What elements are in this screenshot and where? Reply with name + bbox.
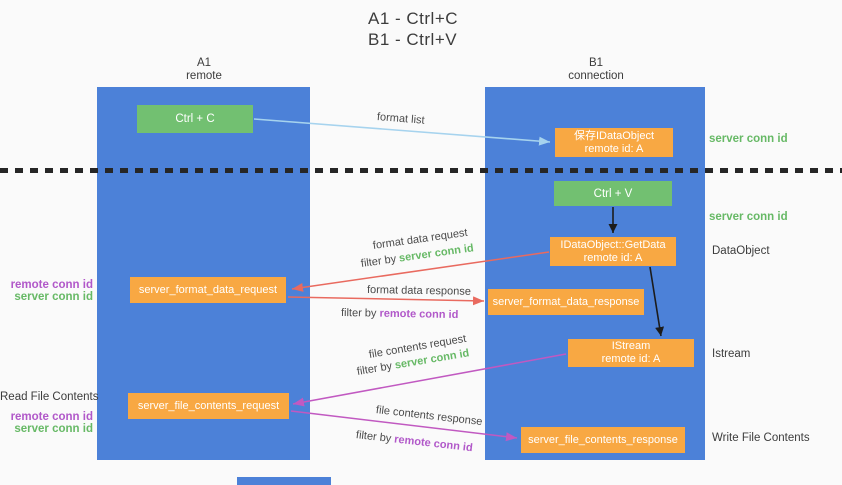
- node-save-idataobject-line1: 保存IDataObject: [573, 129, 655, 142]
- section-divider-dotted-line: [0, 168, 842, 173]
- diagram-title: A1 - Ctrl+C B1 - Ctrl+V: [368, 8, 458, 50]
- node-server-format-data-response-label: server_format_data_response: [492, 296, 640, 308]
- node-server-format-data-response: server_format_data_response: [488, 289, 644, 315]
- label-server-conn-id-right-2: server conn id: [709, 211, 788, 223]
- label-server-conn-id-left-2: server conn id: [14, 423, 93, 435]
- node-istream-line2: remote id: A: [601, 353, 661, 365]
- label-format-data-response: format data response: [366, 284, 472, 298]
- left-id-labels-1: remote conn id server conn id: [0, 279, 93, 303]
- node-getdata-line1: IDataObject::GetData: [560, 238, 666, 251]
- node-server-file-contents-request: server_file_contents_request: [128, 393, 289, 419]
- node-idataobject-getdata: IDataObject::GetData remote id: A: [550, 237, 676, 266]
- node-save-idataobject: 保存IDataObject remote id: A: [555, 128, 673, 157]
- node-server-format-data-request-label: server_format_data_request: [138, 284, 278, 296]
- label-write-file-contents: Write File Contents: [712, 432, 810, 444]
- label-remote-conn-id-left-2: remote conn id: [10, 411, 93, 423]
- title-line-2: B1 - Ctrl+V: [368, 30, 458, 49]
- node-getdata-line2: remote id: A: [583, 251, 643, 264]
- label-remote-conn-id-left-1: remote conn id: [10, 279, 93, 291]
- node-server-file-contents-request-label: server_file_contents_request: [137, 400, 280, 412]
- lifeline-a1-role: remote: [186, 70, 222, 82]
- filter-prefix: filter by: [340, 307, 380, 320]
- label-file-contents-response-filter: filter by remote conn id: [355, 429, 473, 454]
- label-server-conn-id-left-1: server conn id: [14, 291, 93, 303]
- lifeline-b1-name: B1: [588, 57, 604, 69]
- node-save-idataobject-line2: remote id: A: [584, 142, 644, 155]
- filter-value-remote-conn-id: remote conn id: [379, 307, 459, 322]
- node-ctrl-c: Ctrl + C: [137, 105, 253, 133]
- label-server-conn-id-right-1: server conn id: [709, 133, 788, 145]
- bottom-blue-bar: [237, 477, 331, 485]
- filter-value-remote-conn-id: remote conn id: [393, 433, 474, 455]
- filter-prefix: filter by: [355, 429, 395, 446]
- node-ctrl-v-label: Ctrl + V: [593, 187, 633, 200]
- lifeline-a1-name: A1: [196, 57, 212, 69]
- node-istream-line1: IStream: [611, 340, 651, 352]
- left-id-labels-2: remote conn id server conn id: [0, 411, 93, 435]
- label-istream: Istream: [712, 348, 751, 360]
- node-ctrl-c-label: Ctrl + C: [175, 113, 215, 125]
- node-istream: IStream remote id: A: [568, 339, 694, 367]
- filter-prefix: filter by: [360, 252, 400, 270]
- node-server-file-contents-response: server_file_contents_response: [521, 427, 685, 453]
- label-dataobject: DataObject: [712, 245, 770, 257]
- label-read-file-contents: Read File Contents: [0, 391, 99, 403]
- node-server-format-data-request: server_format_data_request: [130, 277, 286, 303]
- node-server-file-contents-response-label: server_file_contents_response: [528, 434, 678, 446]
- label-format-list: format list: [376, 111, 426, 127]
- label-file-contents-response: file contents response: [375, 404, 484, 429]
- arrow-format-data-response: [287, 296, 485, 306]
- lifeline-b1-role: connection: [568, 70, 624, 82]
- lifeline-header-a1: A1 remote: [150, 57, 258, 83]
- title-line-1: A1 - Ctrl+C: [368, 9, 459, 28]
- filter-prefix: filter by: [356, 359, 396, 378]
- node-ctrl-v: Ctrl + V: [554, 181, 672, 206]
- label-format-data-response-filter: filter by remote conn id: [341, 307, 459, 321]
- lifeline-header-b1: B1 connection: [541, 57, 651, 83]
